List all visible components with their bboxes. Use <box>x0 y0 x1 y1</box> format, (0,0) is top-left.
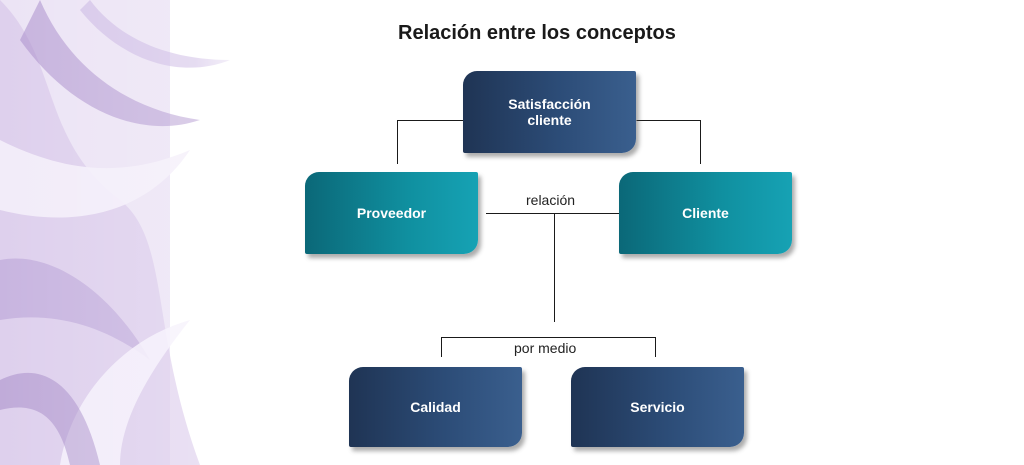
node-cliente-label: Cliente <box>682 205 729 221</box>
node-servicio-label: Servicio <box>630 399 685 415</box>
node-calidad-label: Calidad <box>410 399 461 415</box>
connector-satisfaccion-cliente <box>636 120 701 164</box>
edge-label-relacion: relación <box>523 192 579 208</box>
node-cliente: Cliente <box>619 172 792 254</box>
node-proveedor: Proveedor <box>305 172 478 254</box>
node-satisfaccion-cliente: Satisfacción cliente <box>463 71 636 153</box>
decorative-swirl-background <box>0 0 260 465</box>
node-satisfaccion-label: Satisfacción cliente <box>508 96 591 128</box>
node-servicio: Servicio <box>571 367 744 447</box>
node-proveedor-label: Proveedor <box>356 205 427 221</box>
edge-label-por-medio: por medio <box>511 340 580 356</box>
node-calidad: Calidad <box>349 367 522 447</box>
connector-satisfaccion-proveedor <box>397 120 464 164</box>
connector-por-medio-bracket <box>441 337 656 357</box>
diagram-title: Relación entre los conceptos <box>398 22 676 44</box>
